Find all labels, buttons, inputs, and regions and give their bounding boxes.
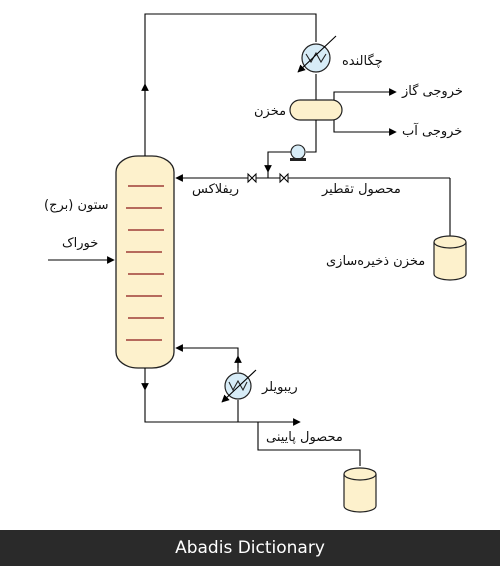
water-outlet-label: خروجی آب [402, 124, 463, 139]
column-trays [126, 185, 164, 341]
bottoms-tank [343, 467, 377, 513]
reflux-pump [264, 130, 317, 178]
bottoms-line [141, 344, 361, 466]
column-label: ستون (برج) [44, 198, 109, 213]
storage-tank-label: مخزن ذخیره‌سازی [326, 254, 426, 269]
accumulator-label: مخزن [254, 104, 287, 119]
distillation-column [115, 155, 175, 369]
bottoms-label: محصول پایینی [266, 430, 343, 445]
distillation-diagram [48, 13, 467, 513]
water-outlet-line [333, 120, 397, 136]
reflux-valve [247, 172, 257, 184]
distillate-valve [279, 172, 289, 184]
reflux-line [175, 174, 451, 236]
feed-label: خوراک [62, 236, 99, 251]
reboiler-label: ریبویلر [262, 380, 298, 395]
accumulator-drum [289, 99, 343, 130]
storage-tank [433, 235, 467, 281]
condenser-label: چگالنده [342, 54, 383, 69]
footer-text: Abadis Dictionary [175, 538, 325, 558]
reboiler-icon [221, 369, 257, 403]
gas-outlet-line [333, 88, 397, 100]
footer-banner: Abadis Dictionary [0, 530, 500, 566]
gas-outlet-label: خروجی گاز [402, 84, 463, 99]
distillate-label: محصول تقطیر [322, 182, 401, 197]
condenser-icon [297, 35, 337, 100]
overhead-vapor-line [141, 13, 317, 156]
reflux-label: ریفلاکس [192, 182, 239, 197]
